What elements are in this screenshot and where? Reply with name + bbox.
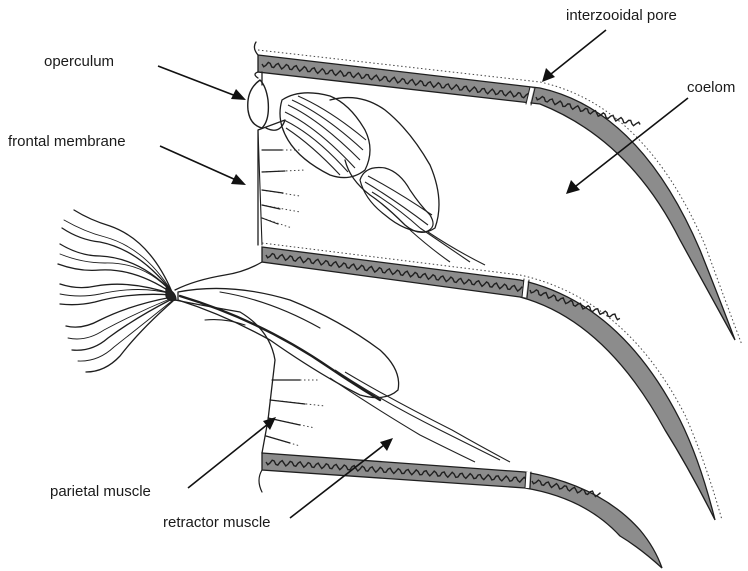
arrow-operculum bbox=[158, 66, 236, 96]
upper-body-wall bbox=[254, 42, 735, 340]
label-interzooidal-pore: interzooidal pore bbox=[566, 7, 677, 24]
arrow-operculum-head bbox=[231, 89, 246, 100]
lower-zooid bbox=[175, 262, 510, 462]
lower-body-wall bbox=[259, 453, 662, 568]
upper-zooid bbox=[248, 72, 485, 265]
arrow-interzooidal-pore bbox=[551, 30, 606, 74]
lophophore-tentacles bbox=[58, 210, 176, 372]
label-coelom: coelom bbox=[687, 79, 735, 96]
lower-parietal-muscles bbox=[266, 380, 325, 446]
label-operculum: operculum bbox=[44, 53, 114, 70]
label-parietal-muscle: parietal muscle bbox=[50, 483, 151, 500]
upper-parietal-muscles bbox=[262, 150, 305, 228]
arrow-parietal-muscle bbox=[188, 424, 268, 488]
label-retractor-muscle: retractor muscle bbox=[163, 514, 271, 531]
arrow-frontal-membrane bbox=[160, 146, 236, 180]
label-frontal-membrane: frontal membrane bbox=[8, 133, 126, 150]
